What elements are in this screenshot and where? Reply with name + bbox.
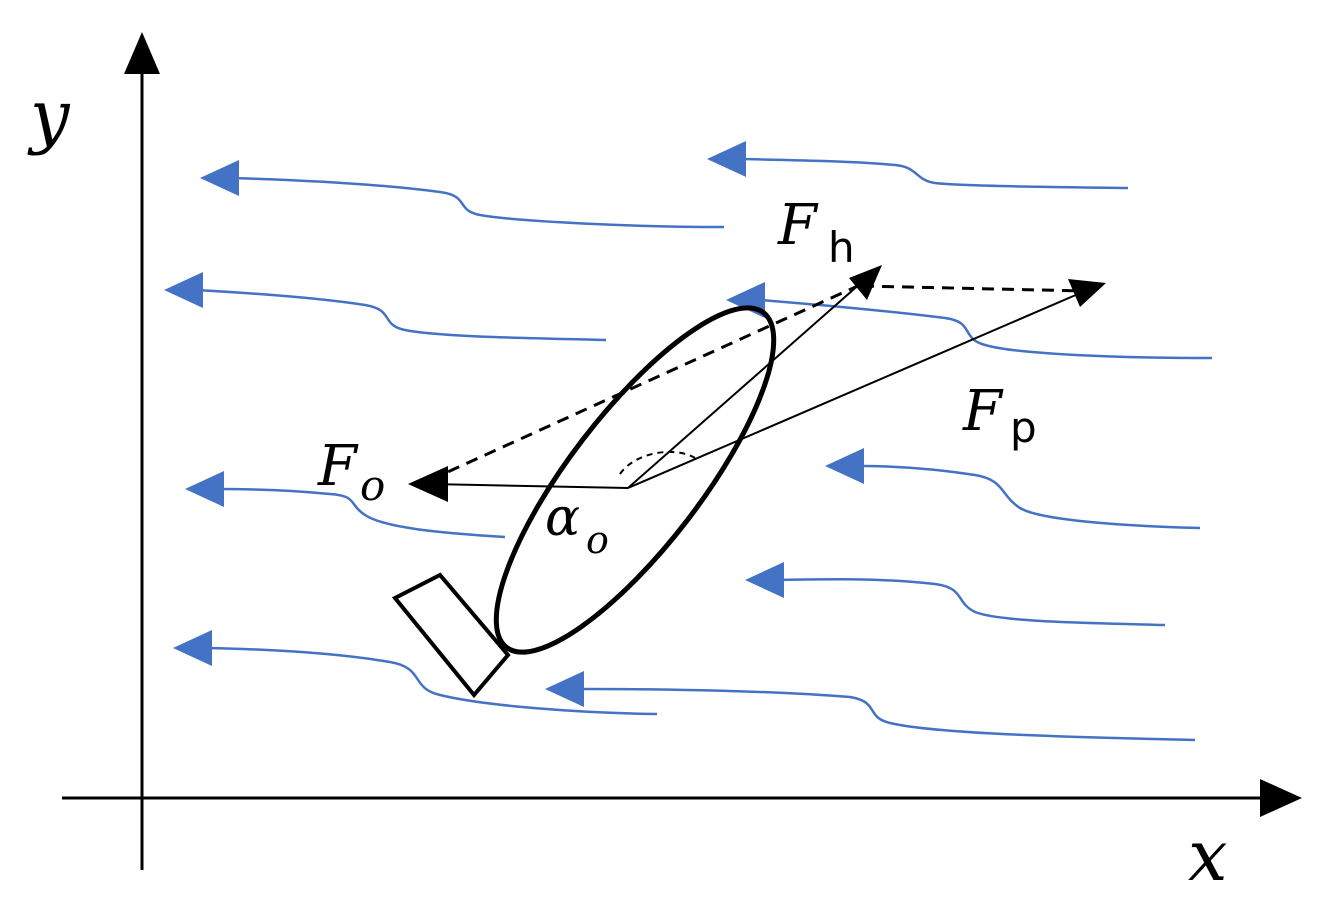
flow-arrowheads [164,141,864,707]
streamline [777,577,1166,627]
wing-body [391,305,777,699]
force-o-arrowhead [408,466,448,502]
flow-streamlines [195,157,1213,742]
force-h-label: F [777,193,819,258]
force-p-arrowhead [1068,279,1106,307]
x-axis-label: x [1188,815,1227,897]
flow-arrowhead [745,562,784,598]
angle-subscript: o [586,518,609,562]
streamline [217,487,506,539]
streamline [759,298,1213,360]
force-p-line [627,290,1086,489]
force-p-subscript: p [1010,403,1037,452]
streamline [195,288,607,342]
angle-label: α [545,488,580,548]
force-h-line [627,281,863,489]
y-axis-arrowhead [124,32,160,74]
flow-arrowhead [164,272,203,308]
streamline [579,687,1196,742]
streamline [859,464,1201,530]
x-axis-arrowhead [1260,779,1302,817]
flow-arrowhead [825,448,864,484]
force-vectors [408,265,1106,502]
rudder-block [391,572,511,699]
force-o-label: F [317,434,359,499]
flow-arrowhead [185,471,224,507]
force-o-line [429,483,629,489]
flow-arrowhead [200,160,239,196]
force-o-subscript: o [360,461,385,510]
flow-arrowhead [173,630,212,666]
dashed-construction-line [429,282,863,482]
force-p-label: F [962,379,1004,444]
y-axis-label: y [27,75,71,157]
axes [62,32,1302,870]
force-h-subscript: h [828,223,855,272]
labels: y x F h F p F o α o [27,75,1227,897]
wing-ellipse [493,305,777,655]
streamline [739,157,1129,190]
dashed-construction-line [861,284,1086,293]
force-h-arrowhead [849,265,882,300]
flow-arrowhead [707,141,746,177]
streamline [204,646,658,716]
streamline [231,176,725,229]
flow-arrowhead [545,671,584,707]
